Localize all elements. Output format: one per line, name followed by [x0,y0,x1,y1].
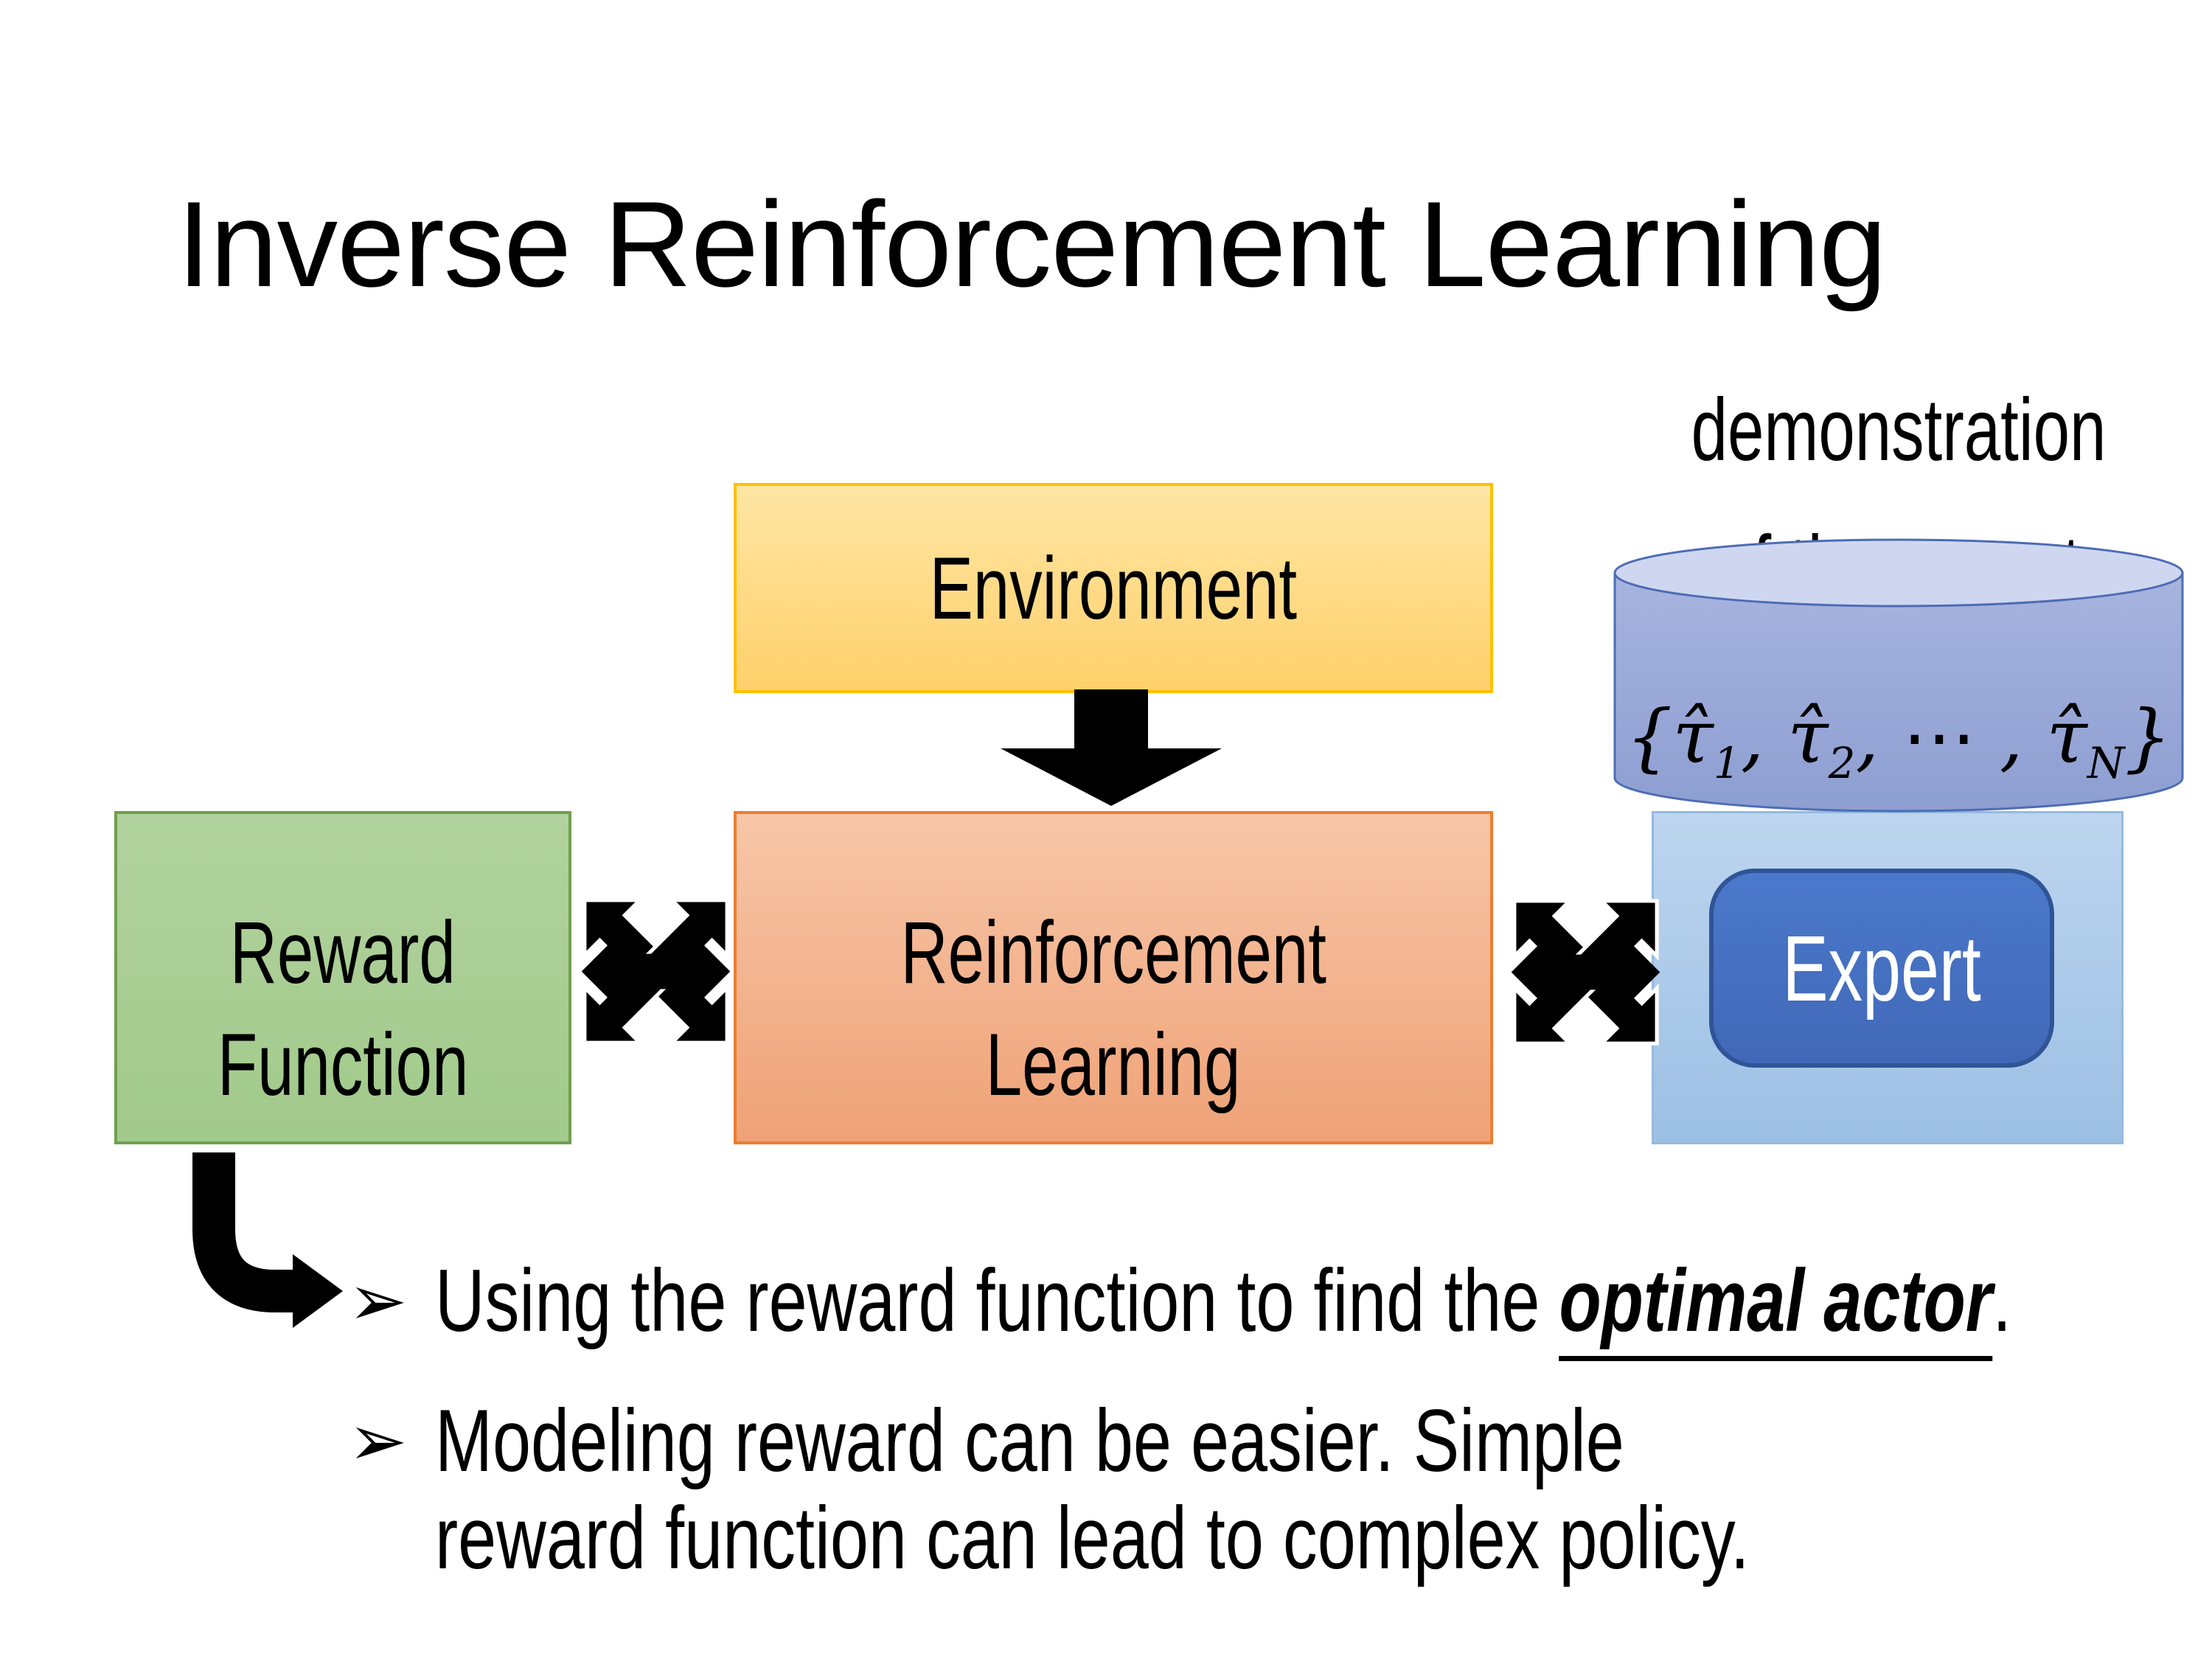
reinforcement-learning-box: Reinforcement Learning [734,811,1493,1144]
bullet-1-before: Using the reward function to find the [435,1251,1559,1350]
rl-label-line2: Learning [986,1015,1241,1114]
double-arrow-left-icon [581,898,731,1045]
reward-label-line2: Function [217,1015,469,1114]
formula-subscript: 1 [1713,738,1741,788]
reward-function-box: Reward Function [114,811,571,1144]
bullet-1-text: Using the reward function to find the op… [435,1251,2012,1361]
environment-box: Environment [734,483,1493,693]
formula-part: {τ̂ [1625,694,1714,780]
formula-part: , ⋯ , τ̂ [1855,694,2087,780]
formula-part: , τ̂ [1740,694,1829,780]
environment-label: Environment [929,538,1298,638]
formula-subscript: 2 [1828,738,1856,788]
demonstration-label-line1: demonstration [1691,380,2107,479]
reinforcement-learning-label: Reinforcement Learning [737,897,1490,1121]
bullet-item-2: ➢ Modeling reward can be easier. Simple … [348,1392,2131,1587]
trajectory-set-formula: {τ̂1, τ̂2, ⋯ , τ̂N} [1611,686,2186,789]
bullet-1-emphasis: optimal actor [1559,1251,1993,1361]
bullet-arrow-icon: ➢ [348,1399,408,1482]
reward-function-label: Reward Function [117,897,568,1121]
database-cylinder-icon [1613,538,2184,813]
rl-label-line1: Reinforcement [900,903,1326,1002]
down-arrow-icon [1001,689,1222,806]
reward-label-line1: Reward [230,903,456,1002]
bullet-1-after: . [1992,1251,2012,1350]
expert-box: Expert [1709,869,2054,1068]
elbow-arrow-icon [192,1152,343,1328]
formula-subscript: N [2087,738,2125,788]
double-arrow-right-icon [1511,899,1660,1046]
expert-label: Expert [1782,916,1981,1020]
bullet-item-1: ➢ Using the reward function to find the … [348,1251,2212,1361]
slide-title: Inverse Reinforcement Learning [177,176,1887,312]
bullet-2-text: Modeling reward can be easier. Simple re… [435,1391,1750,1587]
formula-part: } [2124,694,2172,780]
bullet-arrow-icon: ➢ [348,1259,408,1342]
